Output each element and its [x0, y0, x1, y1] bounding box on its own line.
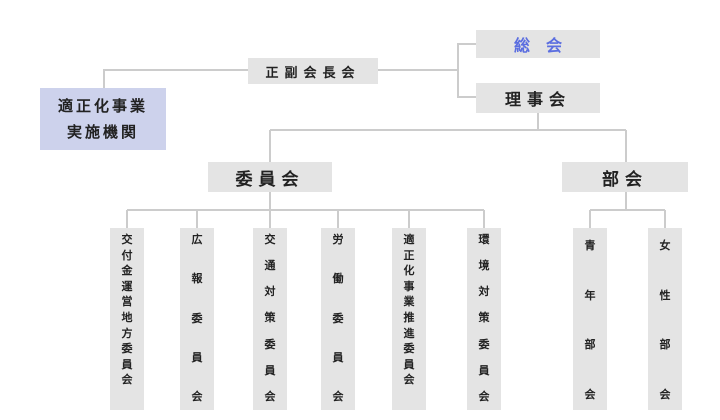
vertical-char: 環: [478, 233, 490, 246]
vertical-char: 正: [403, 248, 415, 262]
committee-item: 広報委員会: [180, 228, 214, 410]
vertical-char: 策: [264, 311, 276, 325]
committee-item: 適正化事業推進委員会: [392, 228, 426, 410]
vertical-char: 対: [264, 285, 276, 299]
vertical-char: 金: [121, 264, 133, 278]
vertical-char: 委: [121, 342, 133, 356]
vertical-char: 通: [264, 259, 276, 273]
vertical-char: 会: [403, 373, 415, 387]
vertical-char: 員: [478, 363, 490, 377]
vertical-char: 会: [332, 390, 344, 403]
vertical-char: 適: [403, 233, 415, 246]
side-org-box: 適正化事業 実施機関: [40, 88, 166, 150]
committees-box: 委員会: [208, 162, 332, 192]
vertical-char: 女: [659, 239, 671, 252]
vertical-char: 境: [478, 259, 490, 273]
committee-item: 交付金運営地方委員会: [110, 228, 144, 410]
vertical-char: 営: [121, 295, 133, 309]
divisions-label: 部会: [602, 169, 648, 190]
divisions-box: 部会: [562, 162, 688, 192]
vertical-char: 会: [264, 389, 276, 403]
vertical-char: 化: [403, 264, 415, 278]
general-meeting-box: 総 会: [476, 30, 600, 58]
vertical-char: 業: [403, 295, 415, 309]
vertical-char: 員: [332, 350, 344, 364]
vertical-char: 交: [264, 233, 276, 246]
vertical-char: 働: [332, 272, 344, 286]
vertical-char: 委: [403, 342, 415, 356]
vertical-char: 員: [264, 363, 276, 377]
vertical-char: 方: [121, 326, 133, 340]
vertical-char: 青: [584, 239, 596, 252]
committee-item: 環境対策委員会: [467, 228, 501, 410]
vertical-char: 労: [332, 233, 344, 246]
vertical-char: 策: [478, 311, 490, 325]
vertical-char: 運: [121, 279, 133, 293]
vertical-char: 推: [403, 310, 415, 324]
vertical-char: 会: [584, 387, 596, 401]
vertical-char: 地: [121, 310, 133, 324]
vertical-char: 委: [478, 337, 490, 351]
vertical-char: 対: [478, 285, 490, 299]
committee-item: 労働委員会: [321, 228, 355, 410]
vertical-char: 委: [332, 311, 344, 325]
vertical-char: 交: [121, 233, 133, 246]
vertical-char: 部: [584, 338, 596, 352]
vertical-char: 部: [659, 338, 671, 352]
side-org-line1: 適正化事業: [57, 97, 148, 115]
vertical-char: 員: [191, 350, 203, 364]
vertical-char: 員: [121, 357, 133, 371]
committee-item: 交通対策委員会: [253, 228, 287, 410]
vertical-char: 付: [121, 248, 133, 262]
vertical-char: 委: [264, 337, 276, 351]
vertical-char: 広: [191, 233, 203, 246]
side-org-line2: 実施機関: [66, 123, 139, 141]
vertical-char: 会: [478, 389, 490, 403]
division-item: 女性部会: [648, 228, 682, 410]
board-label: 理事会: [504, 90, 571, 109]
vertical-char: 会: [659, 387, 671, 401]
vice-chairs-label: 正副会長会: [265, 65, 361, 81]
vertical-char: 年: [584, 288, 596, 302]
general-meeting-label: 総 会: [513, 36, 562, 55]
vertical-char: 進: [403, 326, 415, 340]
vertical-char: 性: [659, 288, 671, 302]
vertical-char: 員: [403, 357, 415, 371]
vertical-char: 事: [403, 279, 415, 293]
vertical-char: 会: [121, 373, 133, 387]
board-box: 理事会: [476, 83, 600, 113]
vertical-char: 報: [191, 272, 203, 286]
vice-chairs-box: 正副会長会: [248, 58, 378, 84]
vertical-char: 会: [191, 390, 203, 403]
committees-label: 委員会: [235, 169, 305, 190]
vertical-char: 委: [191, 311, 203, 325]
division-item: 青年部会: [573, 228, 607, 410]
